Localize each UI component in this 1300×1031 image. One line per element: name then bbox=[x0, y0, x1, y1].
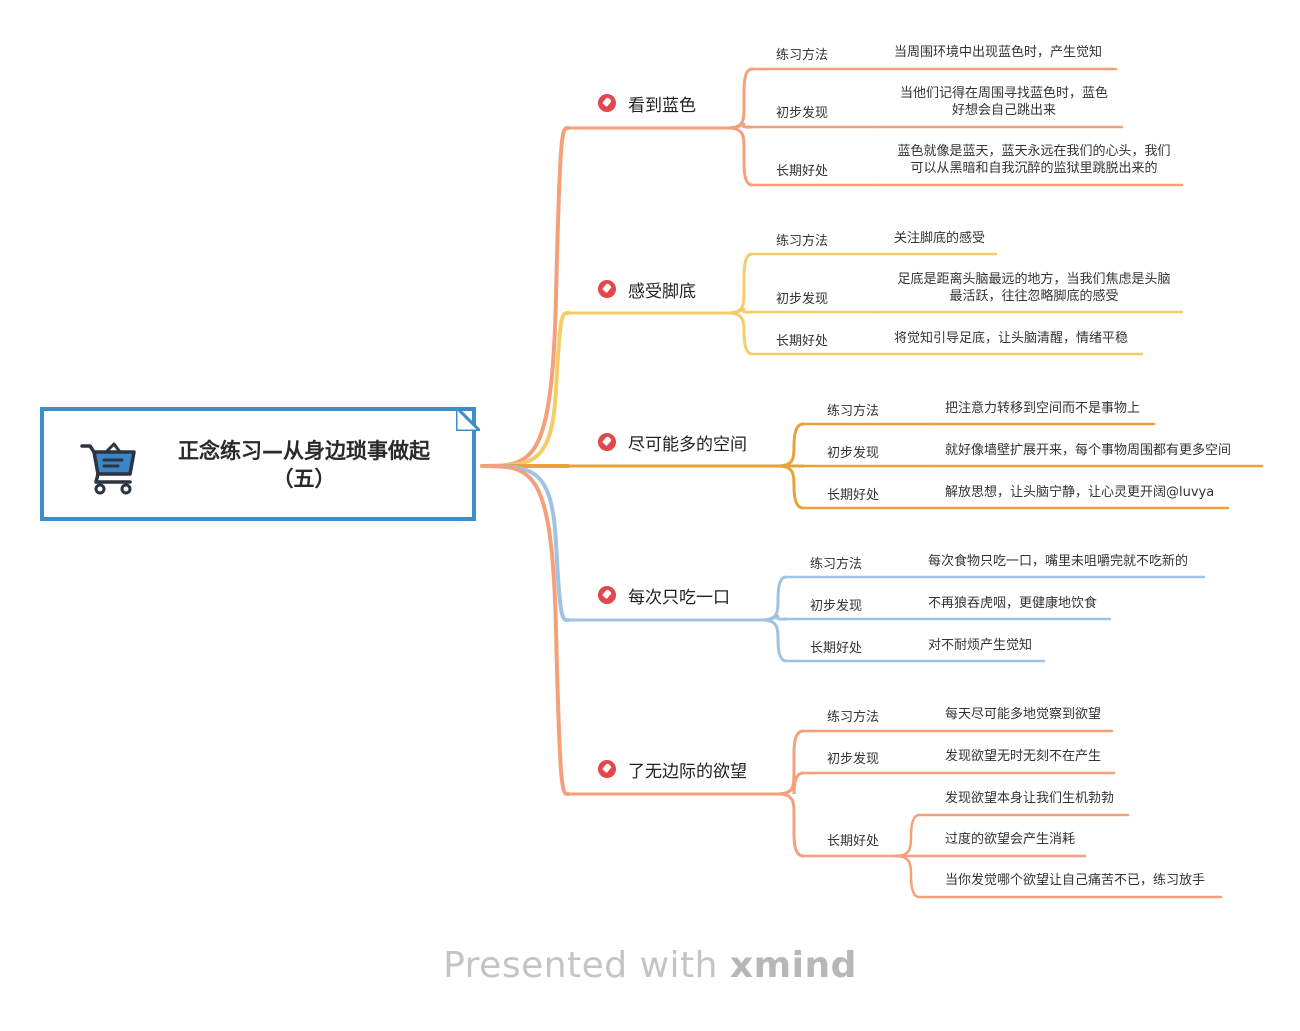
shopping-cart-icon bbox=[80, 442, 136, 495]
leaf-connector bbox=[893, 813, 921, 858]
leaf-text[interactable]: 每次食物只吃一口，嘴里未咀嚼完就不吃新的 bbox=[928, 553, 1188, 570]
pin-icon bbox=[598, 280, 616, 298]
subtopic-label[interactable]: 练习方法 bbox=[776, 48, 829, 63]
subtopic-connector bbox=[760, 618, 788, 663]
subtopic-label[interactable]: 初步发现 bbox=[776, 292, 829, 307]
subtopic-connector bbox=[776, 792, 805, 858]
leaf-text[interactable]: 发现欲望本身让我们生机勃勃 bbox=[945, 791, 1115, 806]
subtopic-label[interactable]: 长期好处 bbox=[776, 334, 829, 349]
leaf-line: 对不耐烦产生觉知 bbox=[928, 638, 1033, 653]
leaf-connector bbox=[893, 854, 921, 899]
subtopic-connector bbox=[726, 126, 754, 187]
leaf-line: 好想会自己跳出来 bbox=[951, 103, 1056, 118]
leaf-line: 解放思想，让头脑宁静，让心灵更开阔@luvya bbox=[945, 485, 1215, 500]
topic-label: 感受脚底 bbox=[628, 281, 696, 302]
leaf-text[interactable]: 过度的欲望会产生消耗 bbox=[945, 832, 1076, 847]
subtopic-connector bbox=[776, 729, 805, 796]
subtopic-label[interactable]: 练习方法 bbox=[776, 234, 829, 249]
leaf-text[interactable]: 足底是距离头脑最远的地方，当我们焦虑是头脑最活跃，往往忽略脚底的感受 bbox=[894, 271, 1174, 305]
topic-4[interactable]: 每次只吃一口 bbox=[598, 582, 730, 608]
topic-label: 尽可能多的空间 bbox=[628, 434, 747, 455]
root-title: 正念练习—从身边琐事做起 （五） bbox=[150, 437, 458, 493]
leaf-text[interactable]: 关注脚底的感受 bbox=[894, 230, 985, 247]
leaf-line: 可以从黑暗和自我沉醉的监狱里跳脱出来的 bbox=[910, 161, 1158, 176]
subtopic-connector bbox=[726, 252, 754, 315]
leaf-line: 将觉知引导足底，让头脑清醒，情绪平稳 bbox=[894, 331, 1129, 346]
leaf-text[interactable]: 发现欲望无时无刻不在产生 bbox=[945, 748, 1101, 765]
subtopic-connector bbox=[726, 307, 754, 315]
leaf-line: 足底是距离头脑最远的地方，当我们焦虑是头脑 bbox=[897, 272, 1171, 287]
leaf-line: 每天尽可能多地觉察到欲望 bbox=[945, 707, 1102, 722]
topic-1[interactable]: 看到蓝色 bbox=[598, 90, 696, 116]
pin-icon bbox=[598, 433, 616, 451]
pin-icon bbox=[598, 586, 616, 604]
subtopic-label[interactable]: 长期好处 bbox=[810, 641, 863, 656]
leaf-line: 就好像墙壁扩展开来，每个事物周围都有更多空间 bbox=[945, 443, 1232, 458]
subtopic-label[interactable]: 初步发现 bbox=[827, 752, 880, 767]
topic-5[interactable]: 了无边际的欲望 bbox=[598, 756, 747, 782]
topic-3[interactable]: 尽可能多的空间 bbox=[598, 429, 747, 455]
pin-icon bbox=[598, 94, 616, 112]
leaf-line: 当周围环境中出现蓝色时，产生觉知 bbox=[894, 45, 1103, 60]
subtopic-label[interactable]: 长期好处 bbox=[827, 488, 880, 503]
leaf-text[interactable]: 解放思想，让头脑宁静，让心灵更开阔@luvya bbox=[945, 484, 1214, 501]
leaf-line: 当他们记得在周围寻找蓝色时，蓝色 bbox=[899, 86, 1108, 101]
leaf-line: 关注脚底的感受 bbox=[894, 231, 986, 246]
leaf-text[interactable]: 当他们记得在周围寻找蓝色时，蓝色好想会自己跳出来 bbox=[894, 85, 1114, 119]
leaf-text[interactable]: 不再狼吞虎咽，更健康地饮食 bbox=[928, 595, 1097, 612]
subtopic-connector bbox=[760, 614, 788, 622]
root-corner-fold bbox=[456, 407, 480, 431]
leaf-text[interactable]: 将觉知引导足底，让头脑清醒，情绪平稳 bbox=[894, 330, 1128, 347]
leaf-line: 把注意力转移到空间而不是事物上 bbox=[945, 401, 1141, 416]
leaf-line: 最活跃，往往忽略脚底的感受 bbox=[949, 289, 1119, 304]
xmind-logo: xmind bbox=[729, 945, 857, 986]
topic-label: 每次只吃一口 bbox=[628, 587, 730, 608]
branch-connector bbox=[480, 464, 570, 796]
footer: Presented with xmind bbox=[0, 945, 1300, 986]
topic-2[interactable]: 感受脚底 bbox=[598, 276, 696, 302]
subtopic-connector bbox=[776, 771, 805, 796]
subtopic-label[interactable]: 练习方法 bbox=[827, 710, 880, 725]
leaf-text[interactable]: 每天尽可能多地觉察到欲望 bbox=[945, 706, 1101, 723]
leaf-text[interactable]: 当周围环境中出现蓝色时，产生觉知 bbox=[894, 44, 1102, 61]
topic-label: 看到蓝色 bbox=[628, 95, 696, 116]
subtopic-connector bbox=[726, 122, 754, 130]
subtopic-label[interactable]: 初步发现 bbox=[776, 106, 829, 121]
branch-connector bbox=[480, 126, 570, 468]
root-title-line-1: 正念练习—从身边琐事做起 bbox=[178, 439, 430, 463]
leaf-line: 蓝色就像是蓝天，蓝天永远在我们的心头，我们 bbox=[897, 144, 1171, 159]
topic-label: 了无边际的欲望 bbox=[628, 761, 747, 782]
subtopic-label[interactable]: 初步发现 bbox=[810, 599, 863, 614]
leaf-text[interactable]: 对不耐烦产生觉知 bbox=[928, 637, 1032, 654]
subtopic-connector bbox=[776, 422, 805, 468]
leaf-line: 发现欲望无时无刻不在产生 bbox=[945, 749, 1102, 764]
subtopic-connector bbox=[776, 464, 805, 510]
subtopic-label[interactable]: 长期好处 bbox=[776, 164, 829, 179]
subtopic-connector bbox=[726, 311, 754, 356]
subtopic-label[interactable]: 长期好处 bbox=[827, 834, 880, 849]
subtopic-connector bbox=[726, 67, 754, 130]
subtopic-label[interactable]: 初步发现 bbox=[827, 446, 880, 461]
leaf-line: 不再狼吞虎咽，更健康地饮食 bbox=[928, 596, 1098, 611]
leaf-text[interactable]: 当你发觉哪个欲望让自己痛苦不已，练习放手 bbox=[945, 873, 1206, 888]
leaf-text[interactable]: 就好像墙壁扩展开来，每个事物周围都有更多空间 bbox=[945, 442, 1231, 459]
pin-icon bbox=[598, 760, 616, 778]
root-title-line-2: （五） bbox=[272, 467, 336, 491]
subtopic-label[interactable]: 练习方法 bbox=[810, 557, 863, 572]
leaf-text[interactable]: 蓝色就像是蓝天，蓝天永远在我们的心头，我们可以从黑暗和自我沉醉的监狱里跳脱出来的 bbox=[894, 143, 1174, 177]
leaf-line: 每次食物只吃一口，嘴里未咀嚼完就不吃新的 bbox=[928, 554, 1189, 569]
footer-prefix: Presented with bbox=[443, 945, 730, 986]
leaf-text[interactable]: 把注意力转移到空间而不是事物上 bbox=[945, 400, 1140, 417]
subtopic-label[interactable]: 练习方法 bbox=[827, 404, 880, 419]
subtopic-connector bbox=[760, 575, 788, 622]
